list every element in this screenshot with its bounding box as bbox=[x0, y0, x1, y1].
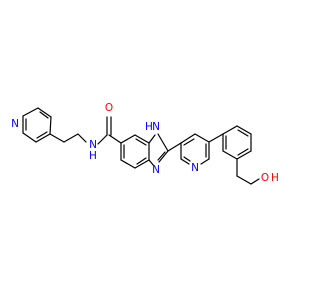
bond bbox=[135, 138, 147, 146]
bond bbox=[39, 111, 49, 119]
bond bbox=[222, 125, 238, 135]
bond bbox=[183, 156, 191, 162]
bond bbox=[194, 133, 210, 143]
bond bbox=[236, 150, 252, 160]
bond bbox=[134, 159, 150, 169]
bond bbox=[183, 138, 195, 146]
bond bbox=[158, 150, 169, 163]
bond bbox=[63, 133, 79, 143]
bond bbox=[120, 134, 136, 144]
bond bbox=[237, 148, 249, 156]
bond bbox=[180, 133, 196, 144]
bonds bbox=[22, 107, 260, 185]
imidazole-nitrogen: N bbox=[152, 164, 160, 176]
molecule-structure: N N H O N H N N O H bbox=[10, 102, 279, 185]
bond bbox=[120, 159, 136, 169]
bond bbox=[222, 150, 238, 160]
molecule-canvas: N N H O N H N N O H bbox=[10, 102, 279, 185]
bond bbox=[237, 129, 249, 137]
bond bbox=[208, 133, 224, 143]
pyridine-nitrogen-left: N bbox=[11, 118, 19, 130]
bond bbox=[148, 134, 156, 144]
bond bbox=[134, 134, 150, 144]
bond bbox=[236, 125, 252, 135]
bond bbox=[167, 142, 182, 152]
amide-nitrogen: N bbox=[89, 139, 97, 151]
carbonyl-oxygen: O bbox=[105, 102, 113, 114]
amide-hydrogen: H bbox=[89, 150, 97, 162]
bond bbox=[22, 132, 37, 143]
bond bbox=[37, 107, 52, 118]
bond bbox=[157, 151, 166, 161]
bond bbox=[200, 158, 210, 165]
pyridine-nitrogen-right: N bbox=[191, 162, 199, 174]
bond bbox=[180, 158, 190, 165]
bond bbox=[136, 157, 147, 165]
bond bbox=[49, 116, 52, 135]
label-background bbox=[10, 118, 20, 130]
bond bbox=[148, 159, 155, 167]
bond bbox=[77, 133, 87, 143]
imidazole-nh-hydrogen: H bbox=[145, 121, 153, 133]
atom-labels: N N H O N H N N O H bbox=[10, 102, 279, 184]
bond bbox=[97, 134, 108, 145]
bond bbox=[250, 178, 260, 185]
bond bbox=[236, 175, 252, 185]
bond bbox=[36, 131, 48, 139]
hydroxyl-oxygen: O bbox=[261, 172, 269, 184]
bond bbox=[49, 133, 65, 143]
bond bbox=[35, 133, 51, 143]
hydroxyl-hydrogen: H bbox=[271, 172, 279, 184]
bond bbox=[157, 133, 169, 152]
bond bbox=[22, 107, 39, 117]
imidazole-nh-nitrogen: N bbox=[152, 121, 160, 133]
bond bbox=[108, 134, 122, 144]
